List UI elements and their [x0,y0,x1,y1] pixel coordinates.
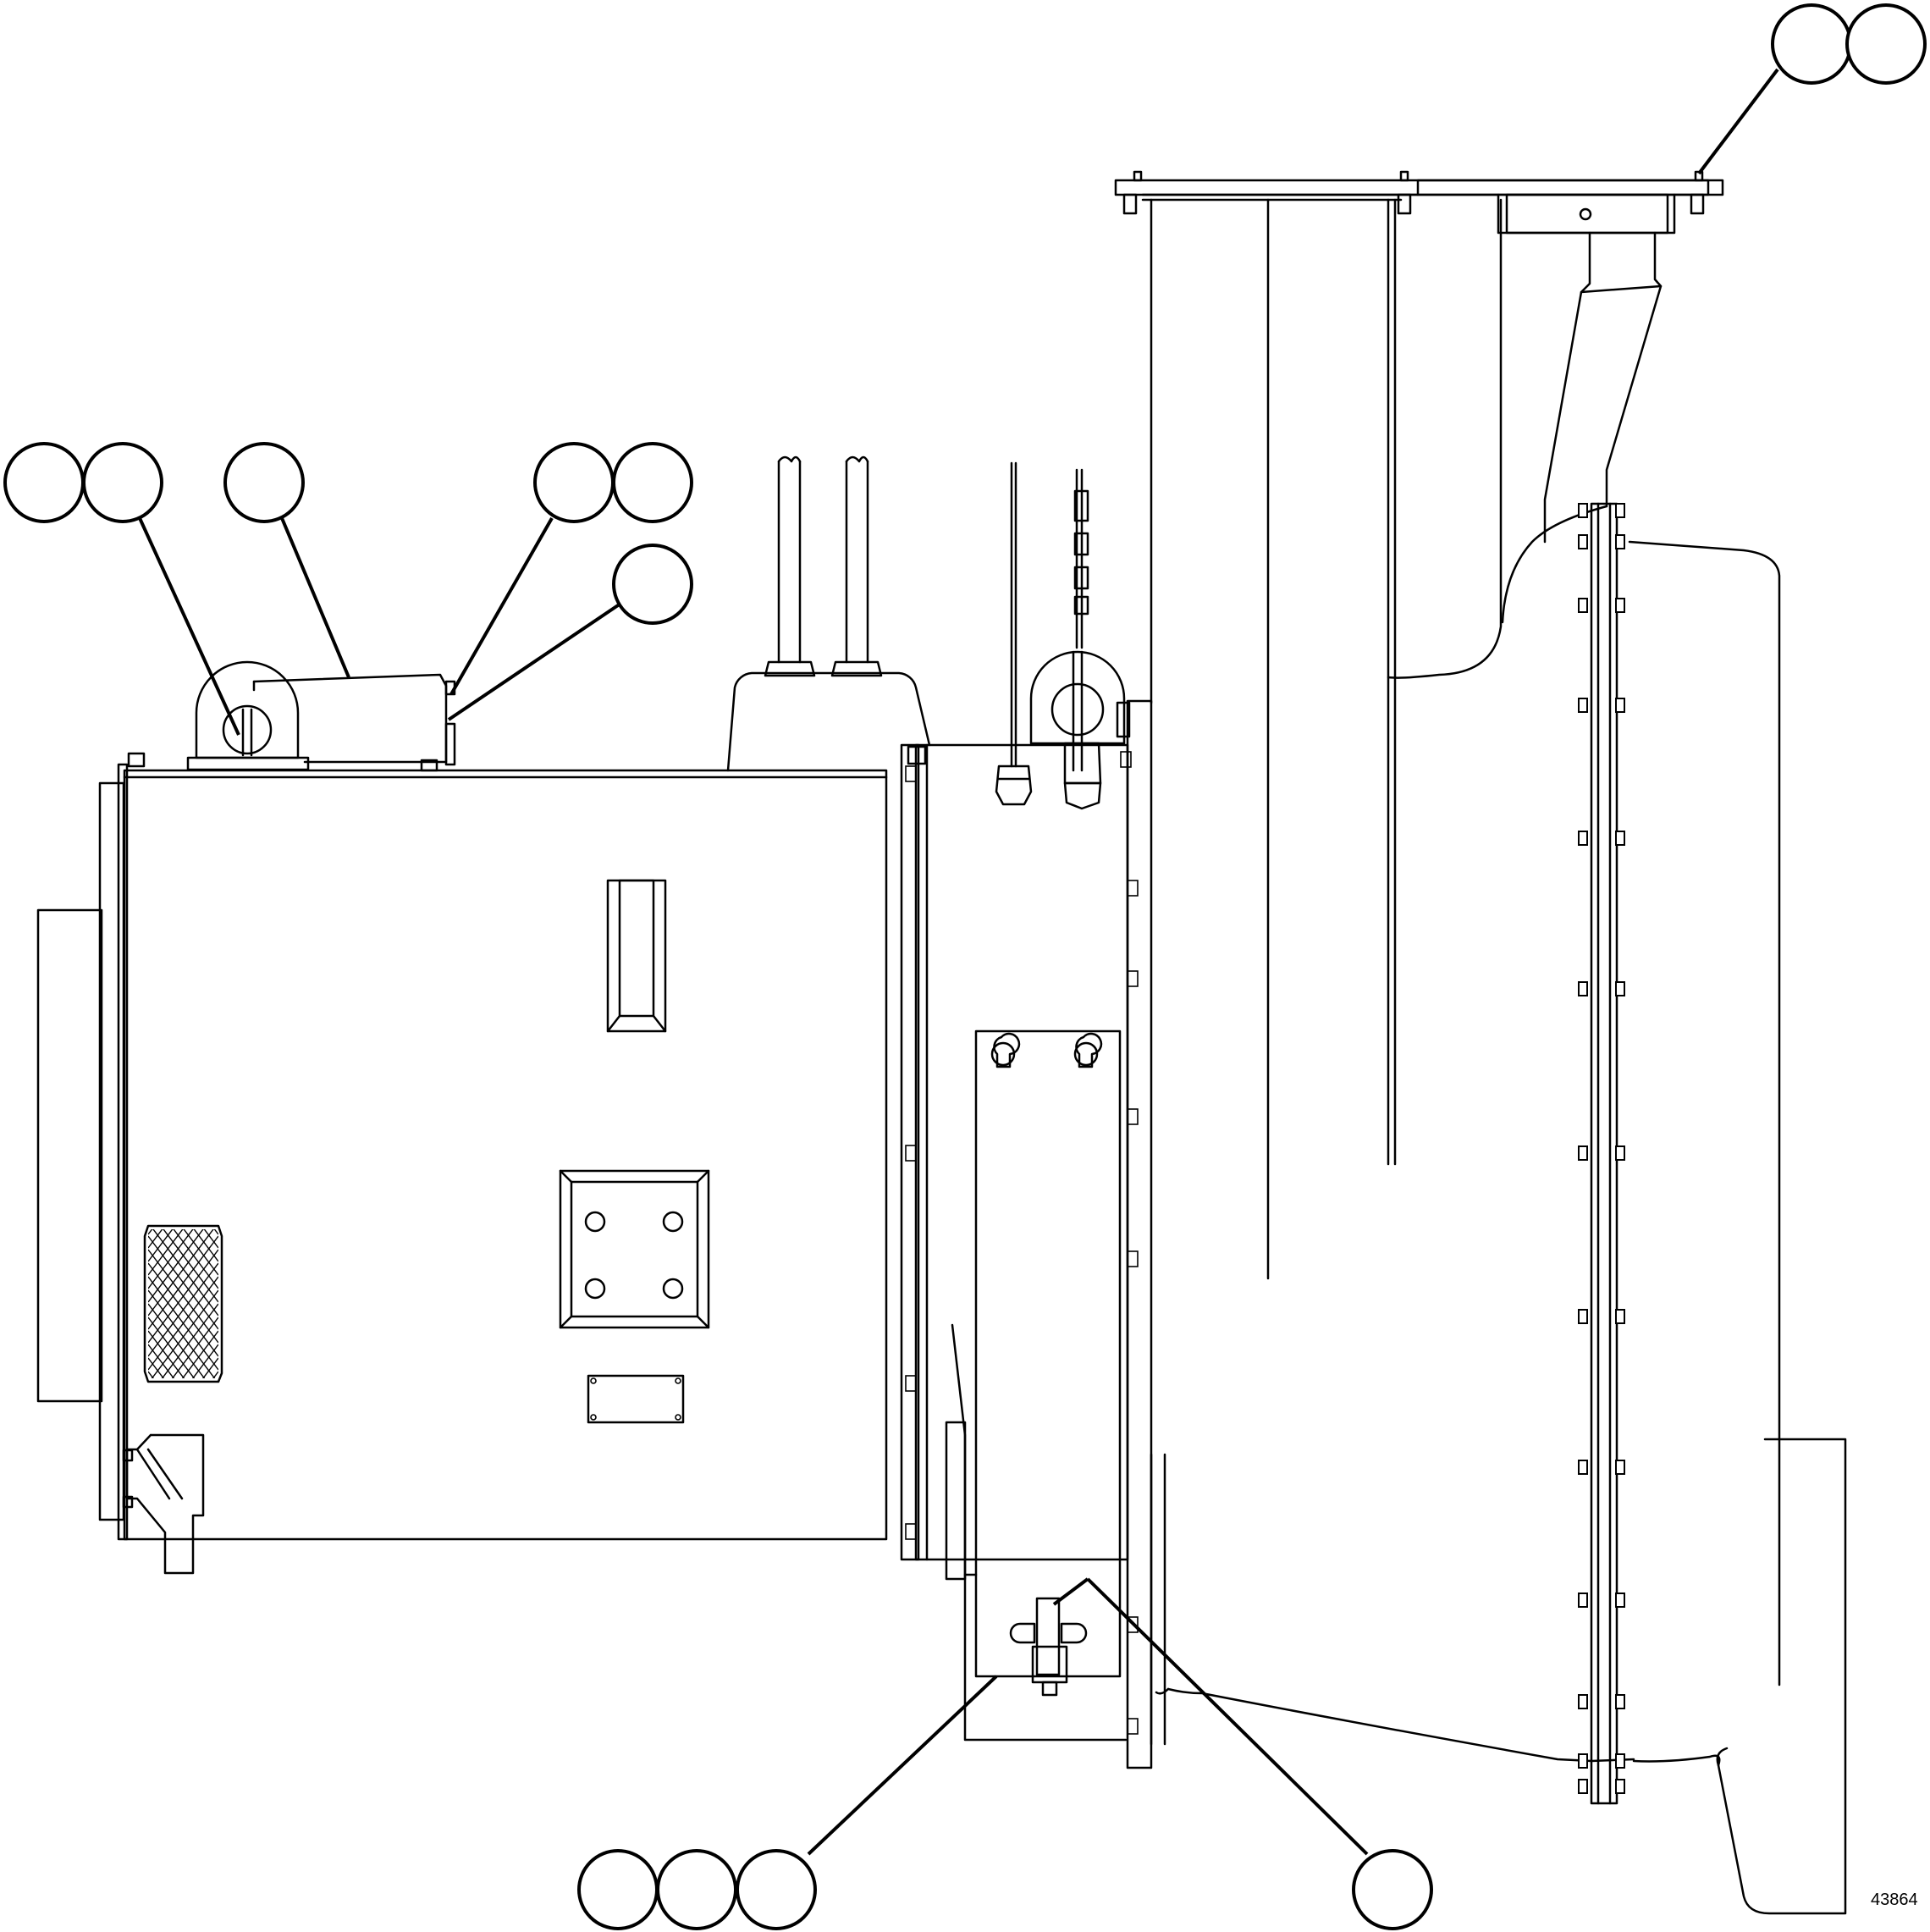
flange-bolt [1615,698,1625,713]
callout-bottom-left-triple [577,1675,998,1930]
flange-bolt [1615,1779,1625,1794]
flange-bolt [1578,1779,1588,1794]
callout-balloon [1771,3,1852,85]
flange-bolt [1578,1694,1588,1709]
callout-upper-middle-single [447,544,693,721]
flange-ring [1116,699,1166,1769]
callout-balloon [82,442,163,523]
flange-bolt [1578,1460,1588,1475]
flange-bolt [1578,1309,1588,1324]
mounting-foot [122,1433,205,1575]
callout-balloon [1352,1849,1433,1930]
callout-balloon [3,442,85,523]
flange-bolt [1578,1145,1588,1161]
flange-bolt [1578,534,1588,549]
flange-bolt [1615,598,1625,613]
lifting-eye-left [186,660,310,771]
flange-cover-plate [559,1169,710,1329]
flange-bolt [1615,503,1625,518]
callout-balloon [577,1849,659,1930]
flange-bolt [1578,831,1588,846]
flange-bolt [1615,1694,1625,1709]
callout-balloon [223,442,305,523]
flange-bolt [1615,1309,1625,1324]
nameplate [587,1374,685,1424]
flange-bolt [1615,534,1625,549]
flange-bolt [1615,981,1625,996]
flange-bolt [1615,1145,1625,1161]
flange-bolt [1578,503,1588,518]
gearbox-housing [1114,170,1847,1915]
terminal-box-top [252,673,456,766]
flange-bolt [1578,598,1588,613]
lower-base-block [945,1323,1128,1742]
housing-handle [606,879,667,1033]
callout-bottom-right-single [1052,1577,1433,1930]
flange-bolt [1578,1753,1588,1769]
flange-bolt [1578,1593,1588,1608]
flange-bolt [1615,831,1625,846]
vent-screen [143,1224,223,1383]
callout-balloon [1845,3,1927,85]
callout-balloon [612,442,693,523]
callout-upper-left-pair [3,442,240,736]
vertical-pipes [764,455,883,677]
callout-top-right [1697,3,1927,175]
callout-upper-middle-pair [449,442,693,695]
callout-balloon [656,1849,737,1930]
callout-balloon [612,544,693,625]
left-motor-housing [36,752,888,1541]
figure-number: 43864 [1871,1891,1918,1909]
callout-balloon [533,442,615,523]
inspection-cover [974,1029,1122,1678]
cover-latch [1009,1597,1088,1697]
flange-bolt [1578,698,1588,713]
callout-balloon [736,1849,817,1930]
coupling-housing [726,671,1129,1561]
lifting-eye-center [1029,650,1132,810]
flange-bolt [1578,981,1588,996]
flange-bolt [1615,1593,1625,1608]
flange-bolt [1615,1460,1625,1475]
bolted-flange-strip [1578,502,1625,1805]
sensor-rods [995,461,1089,806]
flange-bolt [1615,1753,1625,1769]
callout-upper-left-single [223,442,350,678]
